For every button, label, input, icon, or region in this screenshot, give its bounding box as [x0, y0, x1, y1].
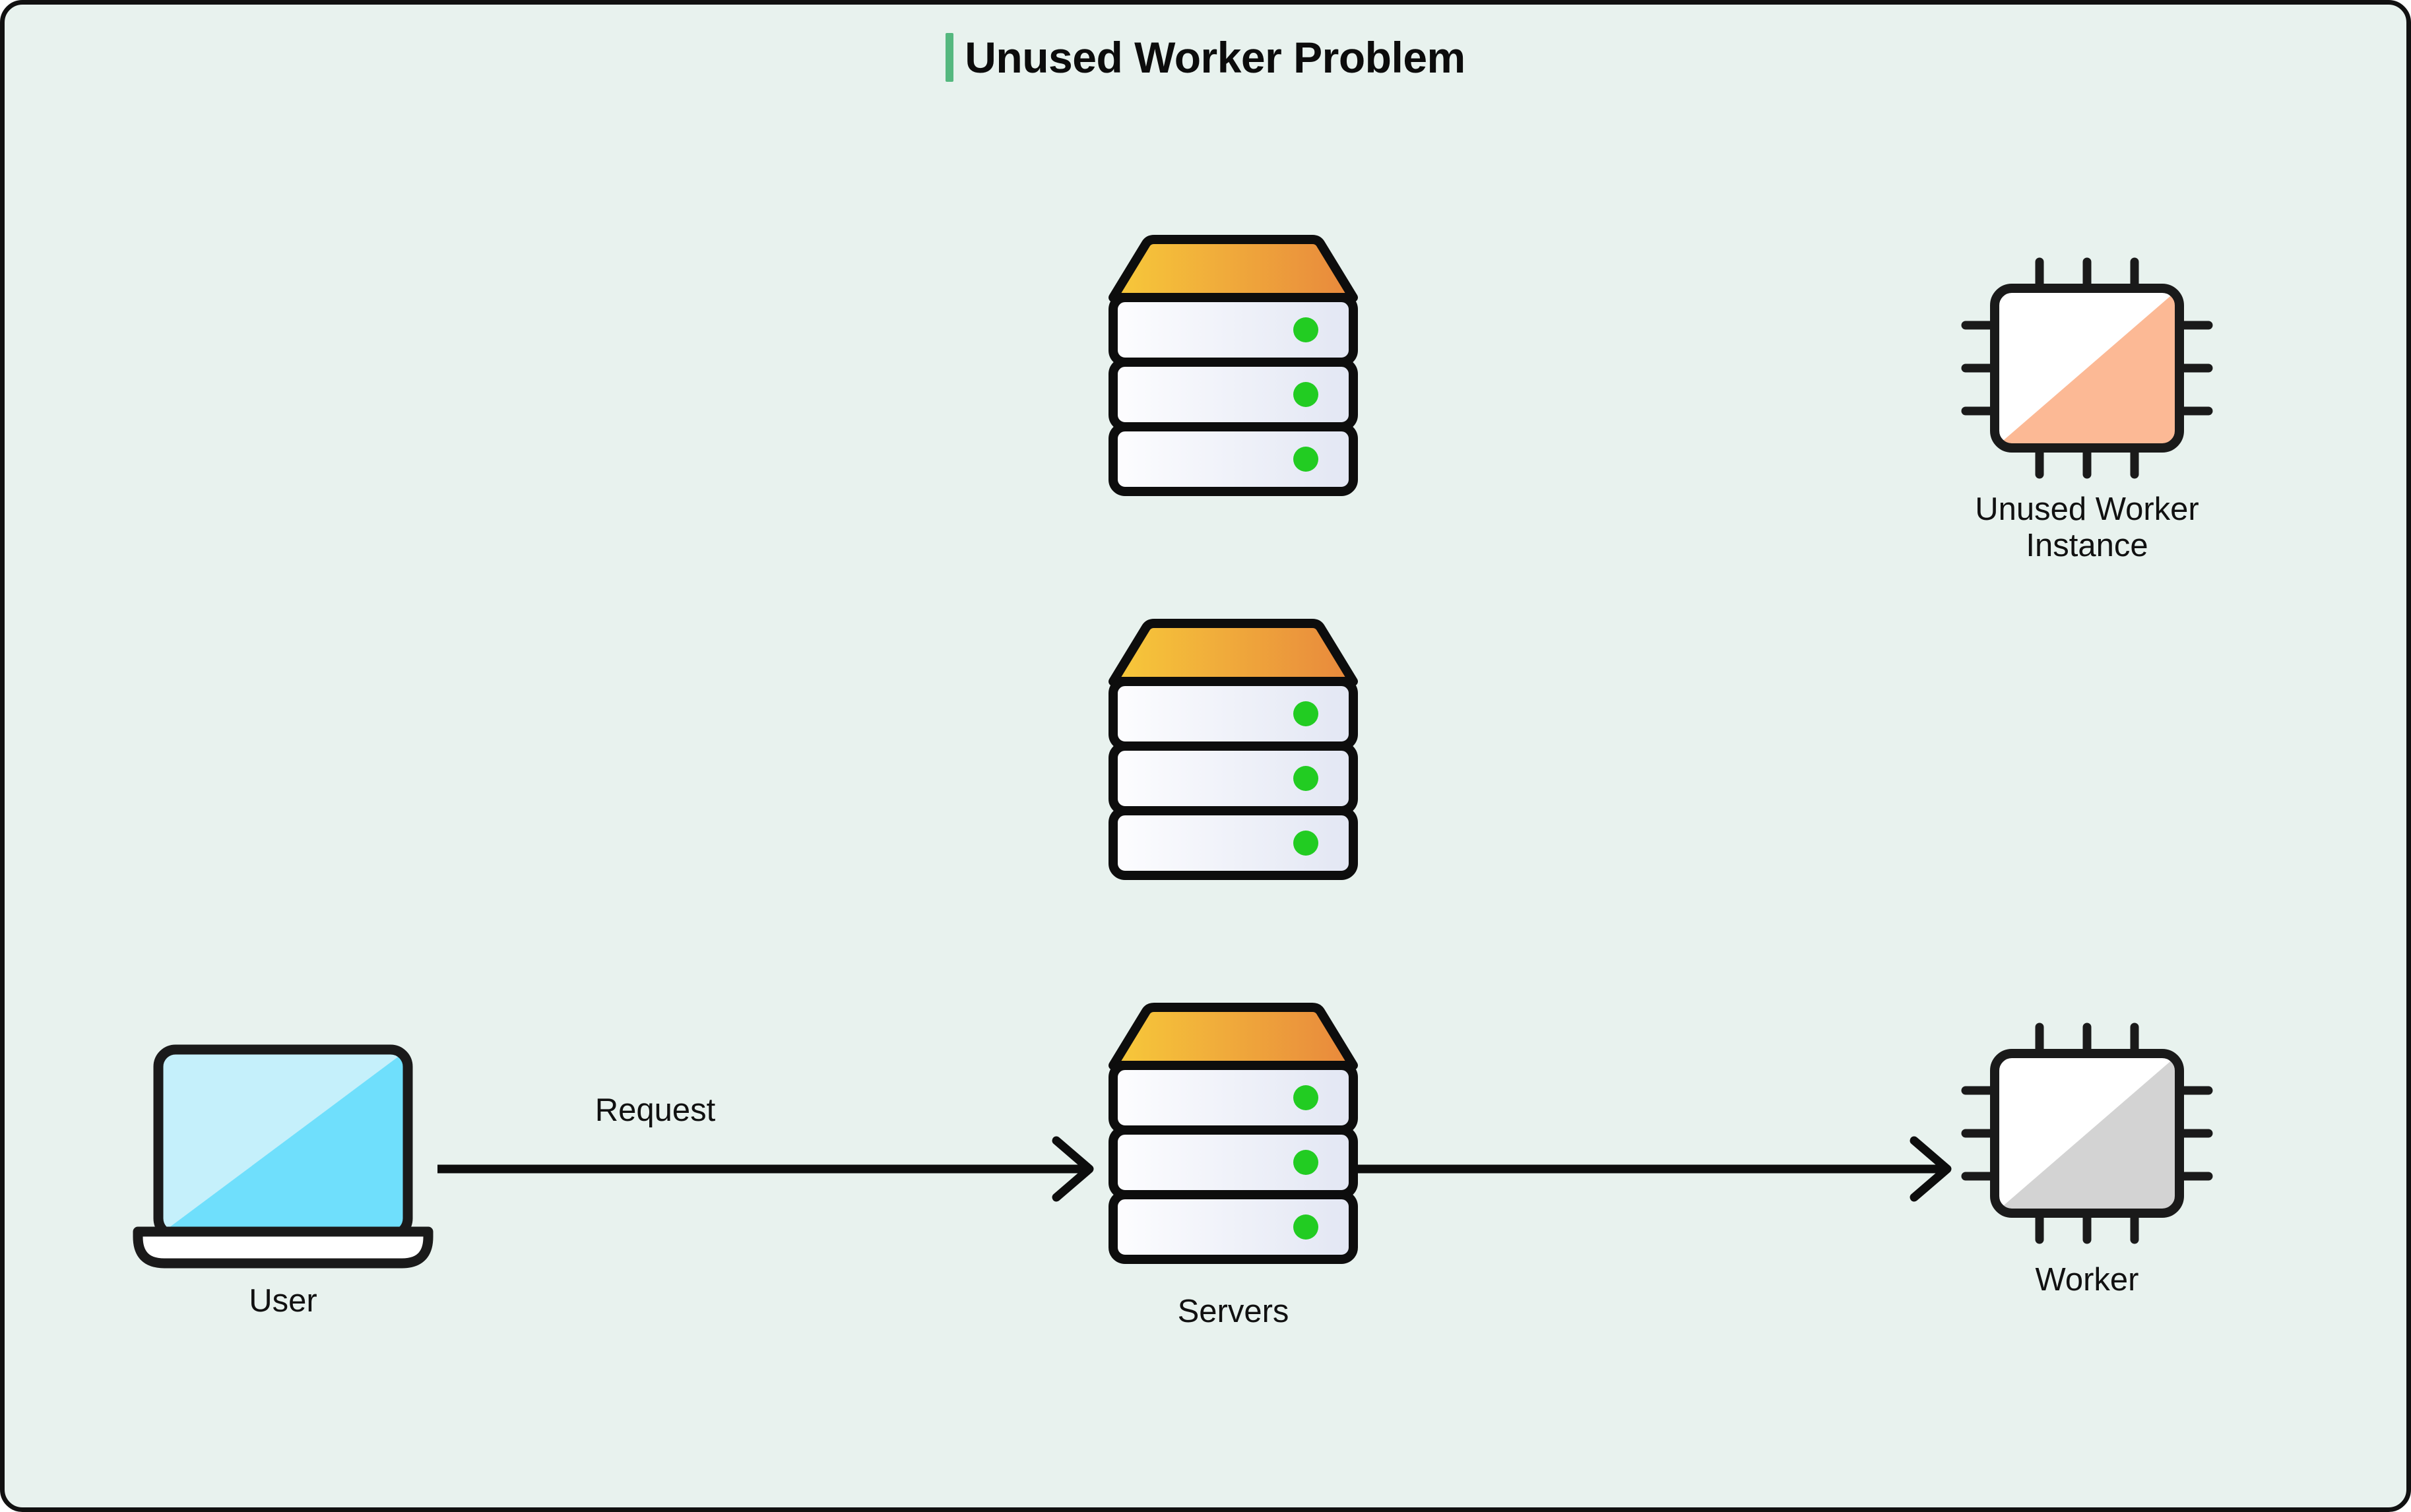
node-label-worker: Worker	[2035, 1262, 2139, 1298]
node-label-unused-worker: Unused Worker Instance	[1975, 491, 2199, 563]
node-server-stack-2[interactable]	[1108, 619, 1359, 882]
node-server-stack-1[interactable]	[1108, 235, 1359, 498]
server-stack-icon	[1109, 1003, 1358, 1264]
node-label-servers: Servers	[1177, 1294, 1289, 1329]
server-stack-icon	[1109, 235, 1358, 496]
arrow-label-request: Request	[595, 1092, 716, 1128]
node-label-user: User	[249, 1283, 317, 1319]
arrow-line-icon	[1355, 1136, 1952, 1202]
cpu-chip-icon	[1961, 257, 2213, 479]
title-accent-bar	[946, 33, 954, 82]
page-title: Unused Worker Problem	[5, 32, 2406, 82]
arrow-line-icon	[437, 1136, 1094, 1202]
node-user[interactable]: User	[133, 1044, 434, 1319]
server-stack-icon	[1109, 619, 1358, 880]
arrow-user-to-servers: Request	[437, 1092, 1110, 1212]
title-label: Unused Worker Problem	[965, 33, 1465, 82]
cpu-chip-icon	[1961, 1023, 2213, 1244]
laptop-icon	[133, 1044, 434, 1269]
node-unused-worker[interactable]: Unused Worker Instance	[1961, 257, 2213, 563]
arrow-servers-to-worker	[1355, 1126, 1968, 1212]
node-servers[interactable]: Servers	[1108, 1003, 1359, 1329]
node-worker[interactable]: Worker	[1961, 1023, 2213, 1298]
